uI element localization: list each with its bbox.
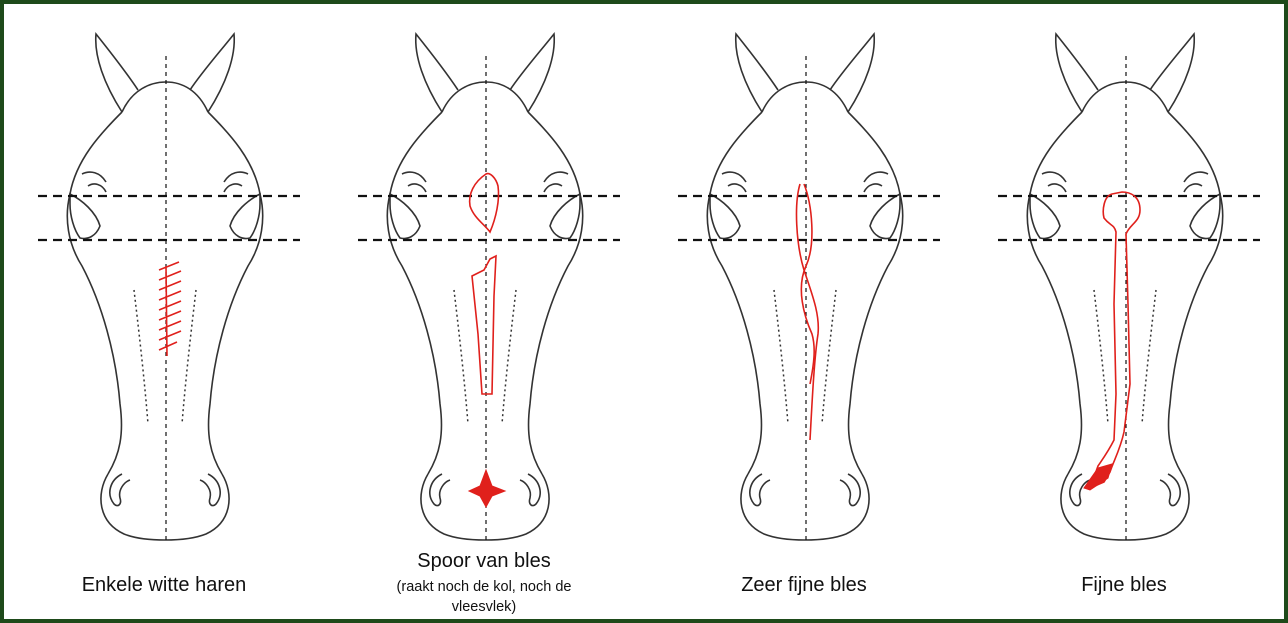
head-contour [840,474,860,506]
panel-zeer-fijne-bles: Zeer fijne bles [644,4,964,619]
head-contour [1030,194,1060,239]
head-contour [1061,474,1189,540]
head-contour [1070,474,1090,506]
head-contour [67,112,122,474]
horse-head-diagram-2 [324,4,644,564]
head-contour [224,184,242,192]
panel-fijne-bles: Fijne bles [964,4,1284,619]
head-contour [870,194,900,239]
head-contour [88,184,106,192]
horse-head-diagram-3 [644,4,964,564]
dotted-face-line [454,290,468,424]
head-contour [728,184,746,192]
head-contour [722,172,746,182]
horse-head-outline [38,34,300,540]
dotted-face-line [774,290,788,424]
dotted-face-line [502,290,516,424]
head-contour [1048,184,1066,192]
head-contour [200,474,220,506]
head-contour [430,474,450,506]
head-contour [550,194,580,239]
head-contour [1160,474,1180,506]
head-contour [1150,34,1194,112]
head-contour [528,112,583,474]
head-contour [510,34,554,112]
head-contour [96,34,138,112]
head-contour [82,172,106,182]
head-contour [101,474,229,540]
head-contour [402,172,426,182]
face-marking [1084,192,1140,490]
head-contour [520,474,540,506]
subcaption: (raakt noch de kol, noch de vleesvlek) [324,577,644,617]
face-marking [469,174,505,507]
head-contour [830,34,874,112]
head-contour [544,172,568,182]
head-contour [230,194,260,239]
head-contour [736,34,778,112]
head-contour [70,194,100,239]
head-contour [848,112,903,474]
dotted-face-line [1094,290,1108,424]
head-contour [208,112,263,474]
head-contour [750,474,770,506]
head-contour [1190,194,1220,239]
head-contour [1056,34,1098,112]
head-contour [707,112,762,474]
dotted-face-line [822,290,836,424]
horse-head-diagram-4 [964,4,1284,564]
head-contour [544,184,562,192]
head-contour [110,474,130,506]
horse-head-outline [998,34,1260,540]
caption: Fijne bles [964,574,1284,597]
head-contour [387,112,442,474]
horse-head-diagram-1 [4,4,324,564]
caption: Enkele witte haren [4,574,324,597]
head-contour [1168,112,1223,474]
panel-enkele-witte-haren: Enkele witte haren [4,4,324,619]
head-contour [1042,172,1066,182]
head-contour [224,172,248,182]
horse-head-outline [358,34,620,540]
dotted-face-line [134,290,148,424]
caption: Zeer fijne bles [644,574,964,597]
head-contour [864,172,888,182]
face-marking [159,262,181,356]
head-contour [1184,184,1202,192]
head-contour [1184,172,1208,182]
head-contour [408,184,426,192]
head-contour [710,194,740,239]
panel-spoor-van-bles: Spoor van bles (raakt noch de kol, noch … [324,4,644,619]
head-contour [416,34,458,112]
head-contour [390,194,420,239]
dotted-face-line [1142,290,1156,424]
face-marking [797,184,819,440]
dotted-face-line [182,290,196,424]
caption: Spoor van bles [324,550,644,573]
head-contour [741,474,869,540]
head-contour [190,34,234,112]
head-contour [864,184,882,192]
head-contour [1027,112,1082,474]
